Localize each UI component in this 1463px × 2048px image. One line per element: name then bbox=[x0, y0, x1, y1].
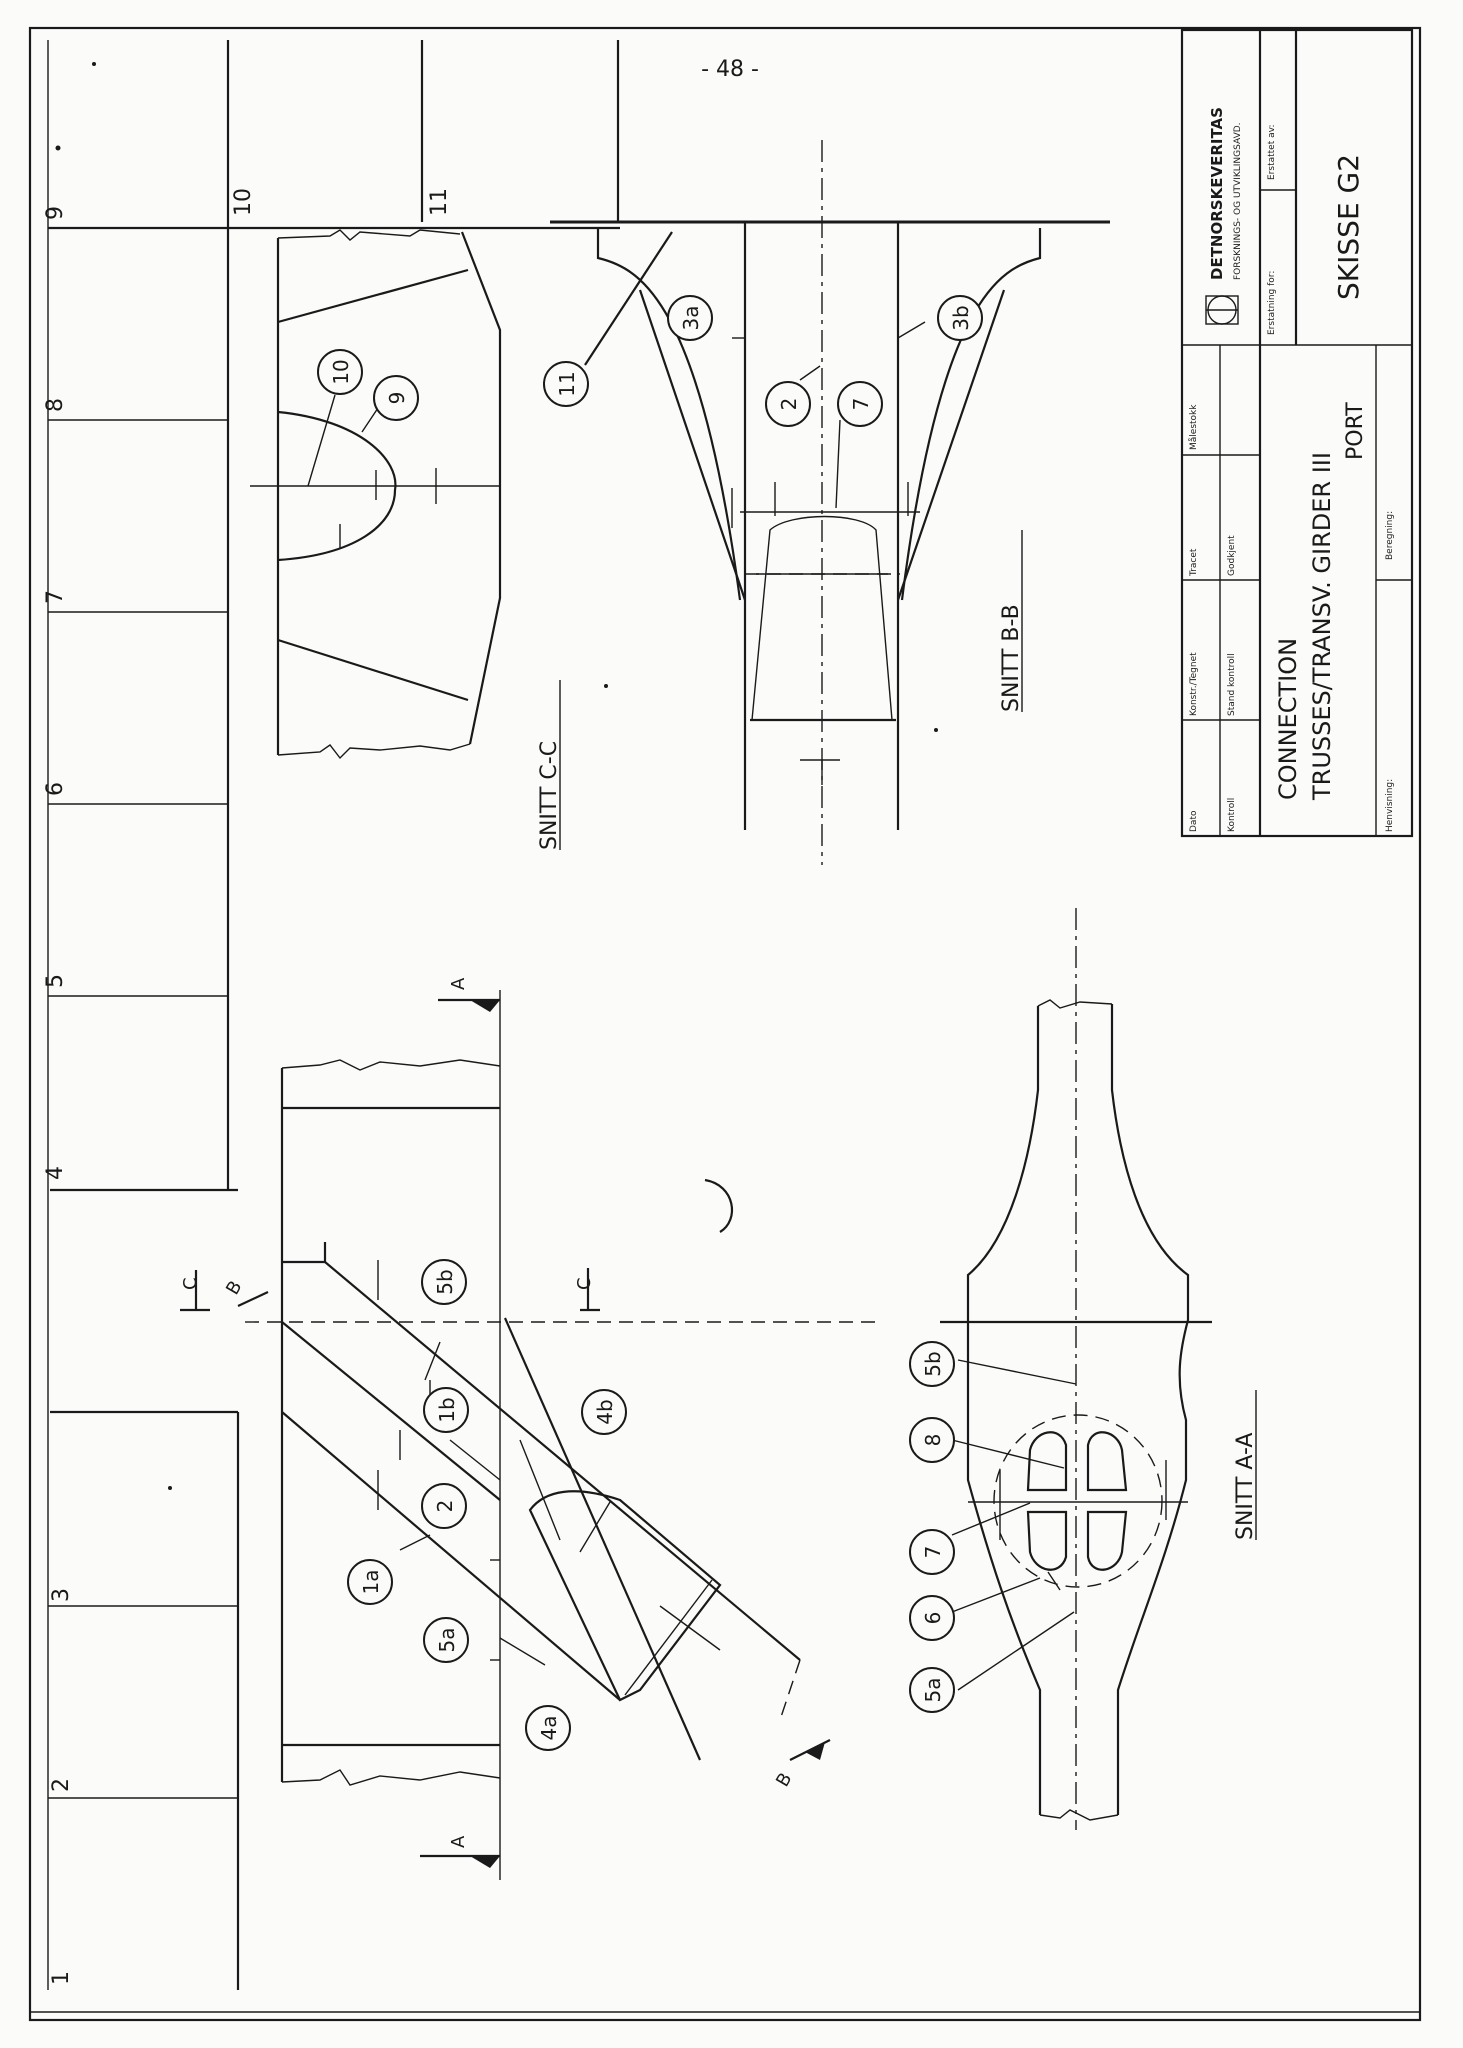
sheet-border bbox=[28, 26, 1422, 2022]
bubble-label: 5b bbox=[421, 1259, 467, 1305]
bubble-label: 8 bbox=[909, 1417, 955, 1463]
bubble-text: 7 bbox=[921, 1546, 945, 1559]
bubble-label: 6 bbox=[909, 1595, 955, 1641]
bubble-text: 5b bbox=[921, 1351, 945, 1376]
section-aa-view bbox=[940, 908, 1212, 1830]
cut-marker-text: B bbox=[222, 1277, 246, 1298]
section-bb-view bbox=[550, 140, 1110, 865]
bubble-label: 5a bbox=[909, 1667, 955, 1713]
grid-number: 4 bbox=[43, 1166, 68, 1180]
bubble-text: 5a bbox=[435, 1628, 459, 1653]
grid-number: 8 bbox=[43, 398, 68, 412]
cut-marker-a-top: A bbox=[438, 977, 500, 1012]
cut-marker-c-left: C bbox=[180, 1270, 210, 1312]
bubble-text: 1b bbox=[435, 1397, 459, 1422]
cut-marker-b-bottom: B bbox=[772, 1739, 831, 1791]
bubble-label: 3a bbox=[667, 295, 713, 341]
bubble-label: 3b bbox=[937, 295, 983, 341]
bubble-text: 6 bbox=[921, 1612, 945, 1625]
bubble-text: 2 bbox=[777, 398, 801, 411]
bubble-text: 1a bbox=[359, 1570, 383, 1595]
standard-control-field-label: Stand kontroll bbox=[1227, 653, 1237, 716]
left-grid bbox=[47, 40, 620, 1990]
bubble-text: 3b bbox=[949, 305, 973, 330]
page-number: - 48 - bbox=[701, 57, 759, 82]
grid-number: 6 bbox=[43, 782, 68, 796]
date-field-label: Dato bbox=[1189, 810, 1199, 832]
bubble-label: 11 bbox=[543, 361, 589, 407]
grid-number: 7 bbox=[43, 590, 68, 604]
bubble-label: 7 bbox=[909, 1529, 955, 1575]
bubble-label: 7 bbox=[837, 381, 883, 427]
calculation-field-label: Beregning: bbox=[1385, 511, 1395, 560]
section-cc-label: SNITT C-C bbox=[537, 741, 562, 850]
cut-marker-a-bottom: A bbox=[420, 1835, 500, 1868]
traced-field-label: Tracet bbox=[1189, 548, 1199, 577]
bubble-label: 1a bbox=[347, 1559, 393, 1605]
bubble-text: 10 bbox=[329, 359, 353, 384]
bubble-text: 4b bbox=[593, 1399, 617, 1424]
bubble-label: 5b bbox=[909, 1341, 955, 1387]
bubble-label: 5a bbox=[423, 1617, 469, 1663]
bubble-label: 2 bbox=[765, 381, 811, 427]
cut-marker-b-top: B bbox=[222, 1277, 269, 1307]
bubble-text: 2 bbox=[433, 1500, 457, 1513]
grid-number: 3 bbox=[49, 1588, 74, 1602]
cut-marker-c-right: C bbox=[574, 1268, 600, 1312]
approved-field-label: Godkjent bbox=[1227, 535, 1237, 576]
grid-number: 1 bbox=[49, 1971, 74, 1985]
replacement-for-label: Erstatning for: bbox=[1267, 271, 1277, 335]
department-name: FORSKNINGS- OG UTVIKLINGSAVD. bbox=[1233, 122, 1243, 280]
bubble-text: 4a bbox=[537, 1716, 561, 1741]
cut-marker-text: C bbox=[180, 1277, 201, 1290]
grid-number: 11 bbox=[427, 188, 452, 216]
main-plan-view bbox=[245, 990, 880, 1880]
grid-number: 2 bbox=[49, 1778, 74, 1792]
bubble-text: 7 bbox=[849, 398, 873, 411]
grid-number: 10 bbox=[231, 188, 256, 216]
drawing-id: SKISSE G2 bbox=[1332, 154, 1365, 300]
grid-number: 5 bbox=[43, 974, 68, 988]
reference-field-label: Henvisning: bbox=[1385, 779, 1395, 832]
arc-mark bbox=[704, 1178, 734, 1233]
drawing-title-line2: TRUSSES/TRANSV. GIRDER III bbox=[1308, 452, 1336, 801]
bubble-label: 4b bbox=[581, 1389, 627, 1435]
title-block: DETNORSKEVERITAS FORSKNINGS- OG UTVIKLIN… bbox=[1180, 28, 1414, 838]
bubble-text: 5a bbox=[921, 1678, 945, 1703]
grid-numbers: 9 8 7 6 5 4 3 2 1 10 11 bbox=[43, 188, 452, 1985]
scale-field-label: Målestokk bbox=[1188, 404, 1199, 450]
section-cc-view bbox=[250, 229, 502, 760]
drawing-title-line1: CONNECTION bbox=[1274, 638, 1302, 800]
cut-marker-text: C bbox=[574, 1277, 595, 1290]
bubble-text: 3a bbox=[679, 306, 703, 331]
cut-marker-text: A bbox=[448, 977, 469, 990]
bubble-text: 9 bbox=[385, 392, 409, 405]
section-bb-label: SNITT B-B bbox=[999, 604, 1024, 712]
replaced-by-label: Erstattet av: bbox=[1267, 125, 1277, 181]
control-field-label: Kontroll bbox=[1227, 798, 1237, 832]
section-aa-label: SNITT A-A bbox=[1233, 1433, 1258, 1540]
bubble-label: 2 bbox=[421, 1483, 467, 1529]
drawn-by-field-label: Konstr./Tegnet bbox=[1189, 652, 1199, 716]
company-logo bbox=[1205, 295, 1239, 325]
bubble-text: 11 bbox=[555, 371, 579, 396]
grid-number: 9 bbox=[43, 206, 68, 220]
bubble-text: 5b bbox=[433, 1269, 457, 1294]
cut-marker-text: A bbox=[448, 1835, 469, 1848]
stray-marks bbox=[55, 62, 938, 1490]
bubble-label: 10 bbox=[317, 349, 363, 395]
bubble-label: 4a bbox=[525, 1705, 571, 1751]
bubble-label: 9 bbox=[373, 375, 419, 421]
drawing-title-line3: PORT bbox=[1343, 402, 1368, 460]
cut-marker-text: B bbox=[772, 1769, 796, 1790]
bubble-text: 8 bbox=[921, 1434, 945, 1447]
company-name: DETNORSKEVERITAS bbox=[1208, 107, 1226, 280]
bubble-label: 1b bbox=[423, 1387, 469, 1433]
